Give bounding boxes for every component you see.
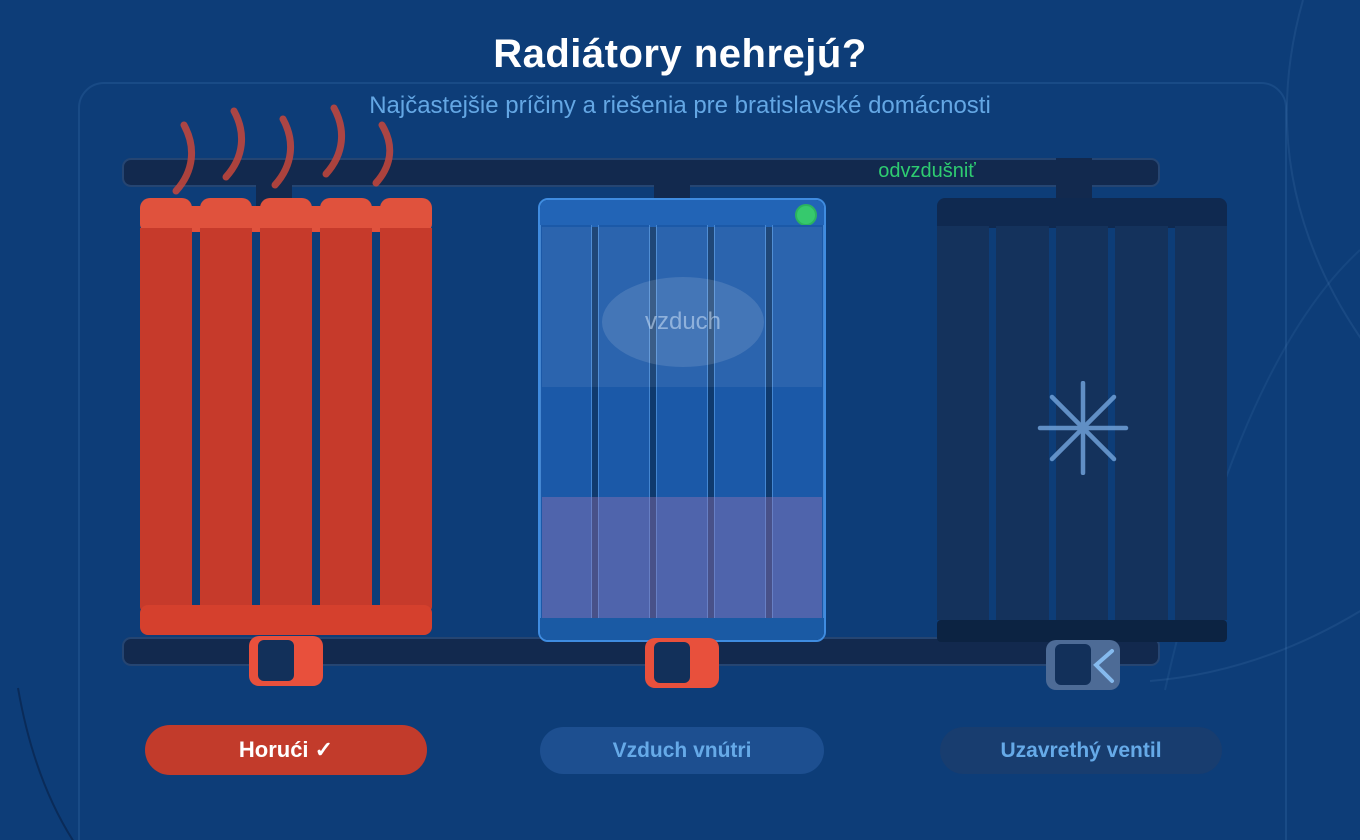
radiator-fin [200, 228, 252, 611]
radiator-fin [937, 226, 990, 620]
radiator-fin [598, 225, 650, 618]
radiator-fin [540, 225, 592, 618]
radiator-fin [140, 228, 192, 611]
cold-water-zone [542, 497, 822, 619]
radiator-bottom-cap [540, 618, 824, 640]
radiator-fin [772, 225, 824, 618]
radiator-air-inside[interactable]: vzduch [538, 198, 826, 642]
radiator-bottom-cap [140, 605, 432, 635]
status-dot-green [795, 204, 817, 226]
radiator-fin [714, 225, 766, 618]
valve-air[interactable] [645, 638, 719, 688]
radiator-fins [937, 226, 1228, 620]
bleed-action-label[interactable]: odvzdušniť [878, 160, 976, 182]
air-bubble-label: vzduch [644, 308, 722, 335]
radiator-hot[interactable] [140, 198, 432, 635]
radiator-fins [540, 225, 824, 618]
page-title: Radiátory nehrejú? [493, 32, 867, 76]
valve-hot[interactable] [249, 636, 323, 686]
content-frame [78, 82, 1287, 840]
radiator-fin [320, 228, 372, 611]
radiator-fin [380, 228, 432, 611]
cause-button-air-inside[interactable]: Vzduch vnútri [540, 727, 824, 774]
supply-pipe [122, 158, 1160, 187]
radiator-fin [1174, 226, 1228, 620]
valve-handle [654, 642, 690, 683]
radiator-top-cap [937, 198, 1227, 228]
radiator-top-cap [540, 200, 824, 227]
radiator-fin [656, 225, 708, 618]
radiator-bottom-cap [937, 620, 1227, 642]
chevron-left-icon [1093, 649, 1114, 683]
valve-handle [1055, 644, 1091, 685]
radiator-fin [996, 226, 1049, 620]
radiator-fin [260, 228, 312, 611]
valve-handle [258, 640, 294, 681]
cause-button-hot[interactable]: Horući ✓ [145, 725, 427, 775]
valve-closed[interactable] [1046, 640, 1120, 690]
heat-waves-icon [172, 104, 394, 195]
radiator-closed-valve[interactable] [937, 198, 1228, 642]
page-subtitle: Najčastejšie príčiny a riešenia pre brat… [369, 92, 991, 119]
cause-button-closed-valve[interactable]: Uzavrethý ventil [940, 727, 1222, 774]
air-bubble: vzduch [602, 277, 764, 367]
radiator-fin [1115, 226, 1168, 620]
radiator-top-cap [140, 206, 432, 232]
radiator-fins [140, 228, 432, 611]
snowflake-icon [1037, 381, 1129, 475]
air-pocket-zone [542, 227, 822, 387]
